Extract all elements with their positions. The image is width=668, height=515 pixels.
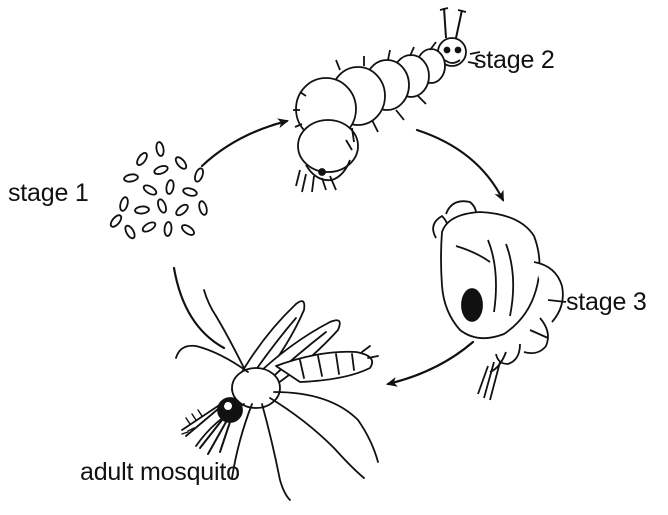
eggs-illustration	[109, 141, 208, 239]
arrow-stage2-to-stage3	[417, 130, 503, 200]
arrow-adult-to-stage1	[174, 268, 224, 348]
pupa-illustration	[433, 201, 566, 400]
stage-1-label: stage 1	[8, 181, 89, 206]
arrow-stage3-to-adult	[388, 342, 473, 384]
stage-2-label: stage 2	[474, 48, 555, 73]
arrow-stage1-to-stage2	[202, 121, 287, 166]
adult-mosquito-label: adult mosquito	[80, 460, 240, 485]
larva-illustration	[293, 8, 480, 192]
stage-3-label: stage 3	[566, 290, 647, 315]
